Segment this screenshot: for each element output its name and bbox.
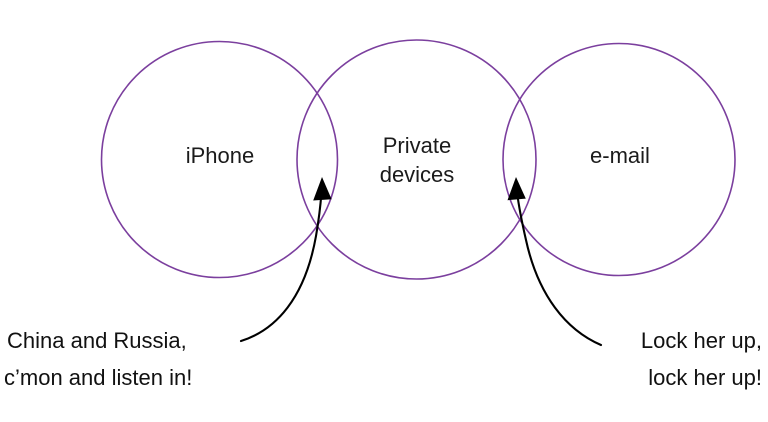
venn-circle-email[interactable] (502, 42, 736, 277)
venn-circle-private-devices[interactable] (296, 39, 537, 280)
venn-circle-iphone[interactable] (100, 40, 339, 279)
right-annotation-line1: Lock her up, (641, 328, 762, 353)
right-annotation-line2: lock her up! (648, 365, 762, 390)
left-annotation-arrowhead (313, 177, 332, 201)
venn-label-iphone: iPhone (186, 143, 255, 168)
right-annotation-arrowhead (507, 177, 526, 201)
right-annotation-connector (515, 190, 603, 347)
venn-label-private-devices-line2: devices (380, 162, 455, 187)
venn-label-private-devices-line1: Private (383, 133, 451, 158)
left-annotation-line1: China and Russia, (7, 328, 187, 353)
venn-label-email: e-mail (590, 143, 650, 168)
left-annotation-connector (239, 190, 323, 343)
left-annotation-line2: c’mon and listen in! (4, 365, 192, 390)
